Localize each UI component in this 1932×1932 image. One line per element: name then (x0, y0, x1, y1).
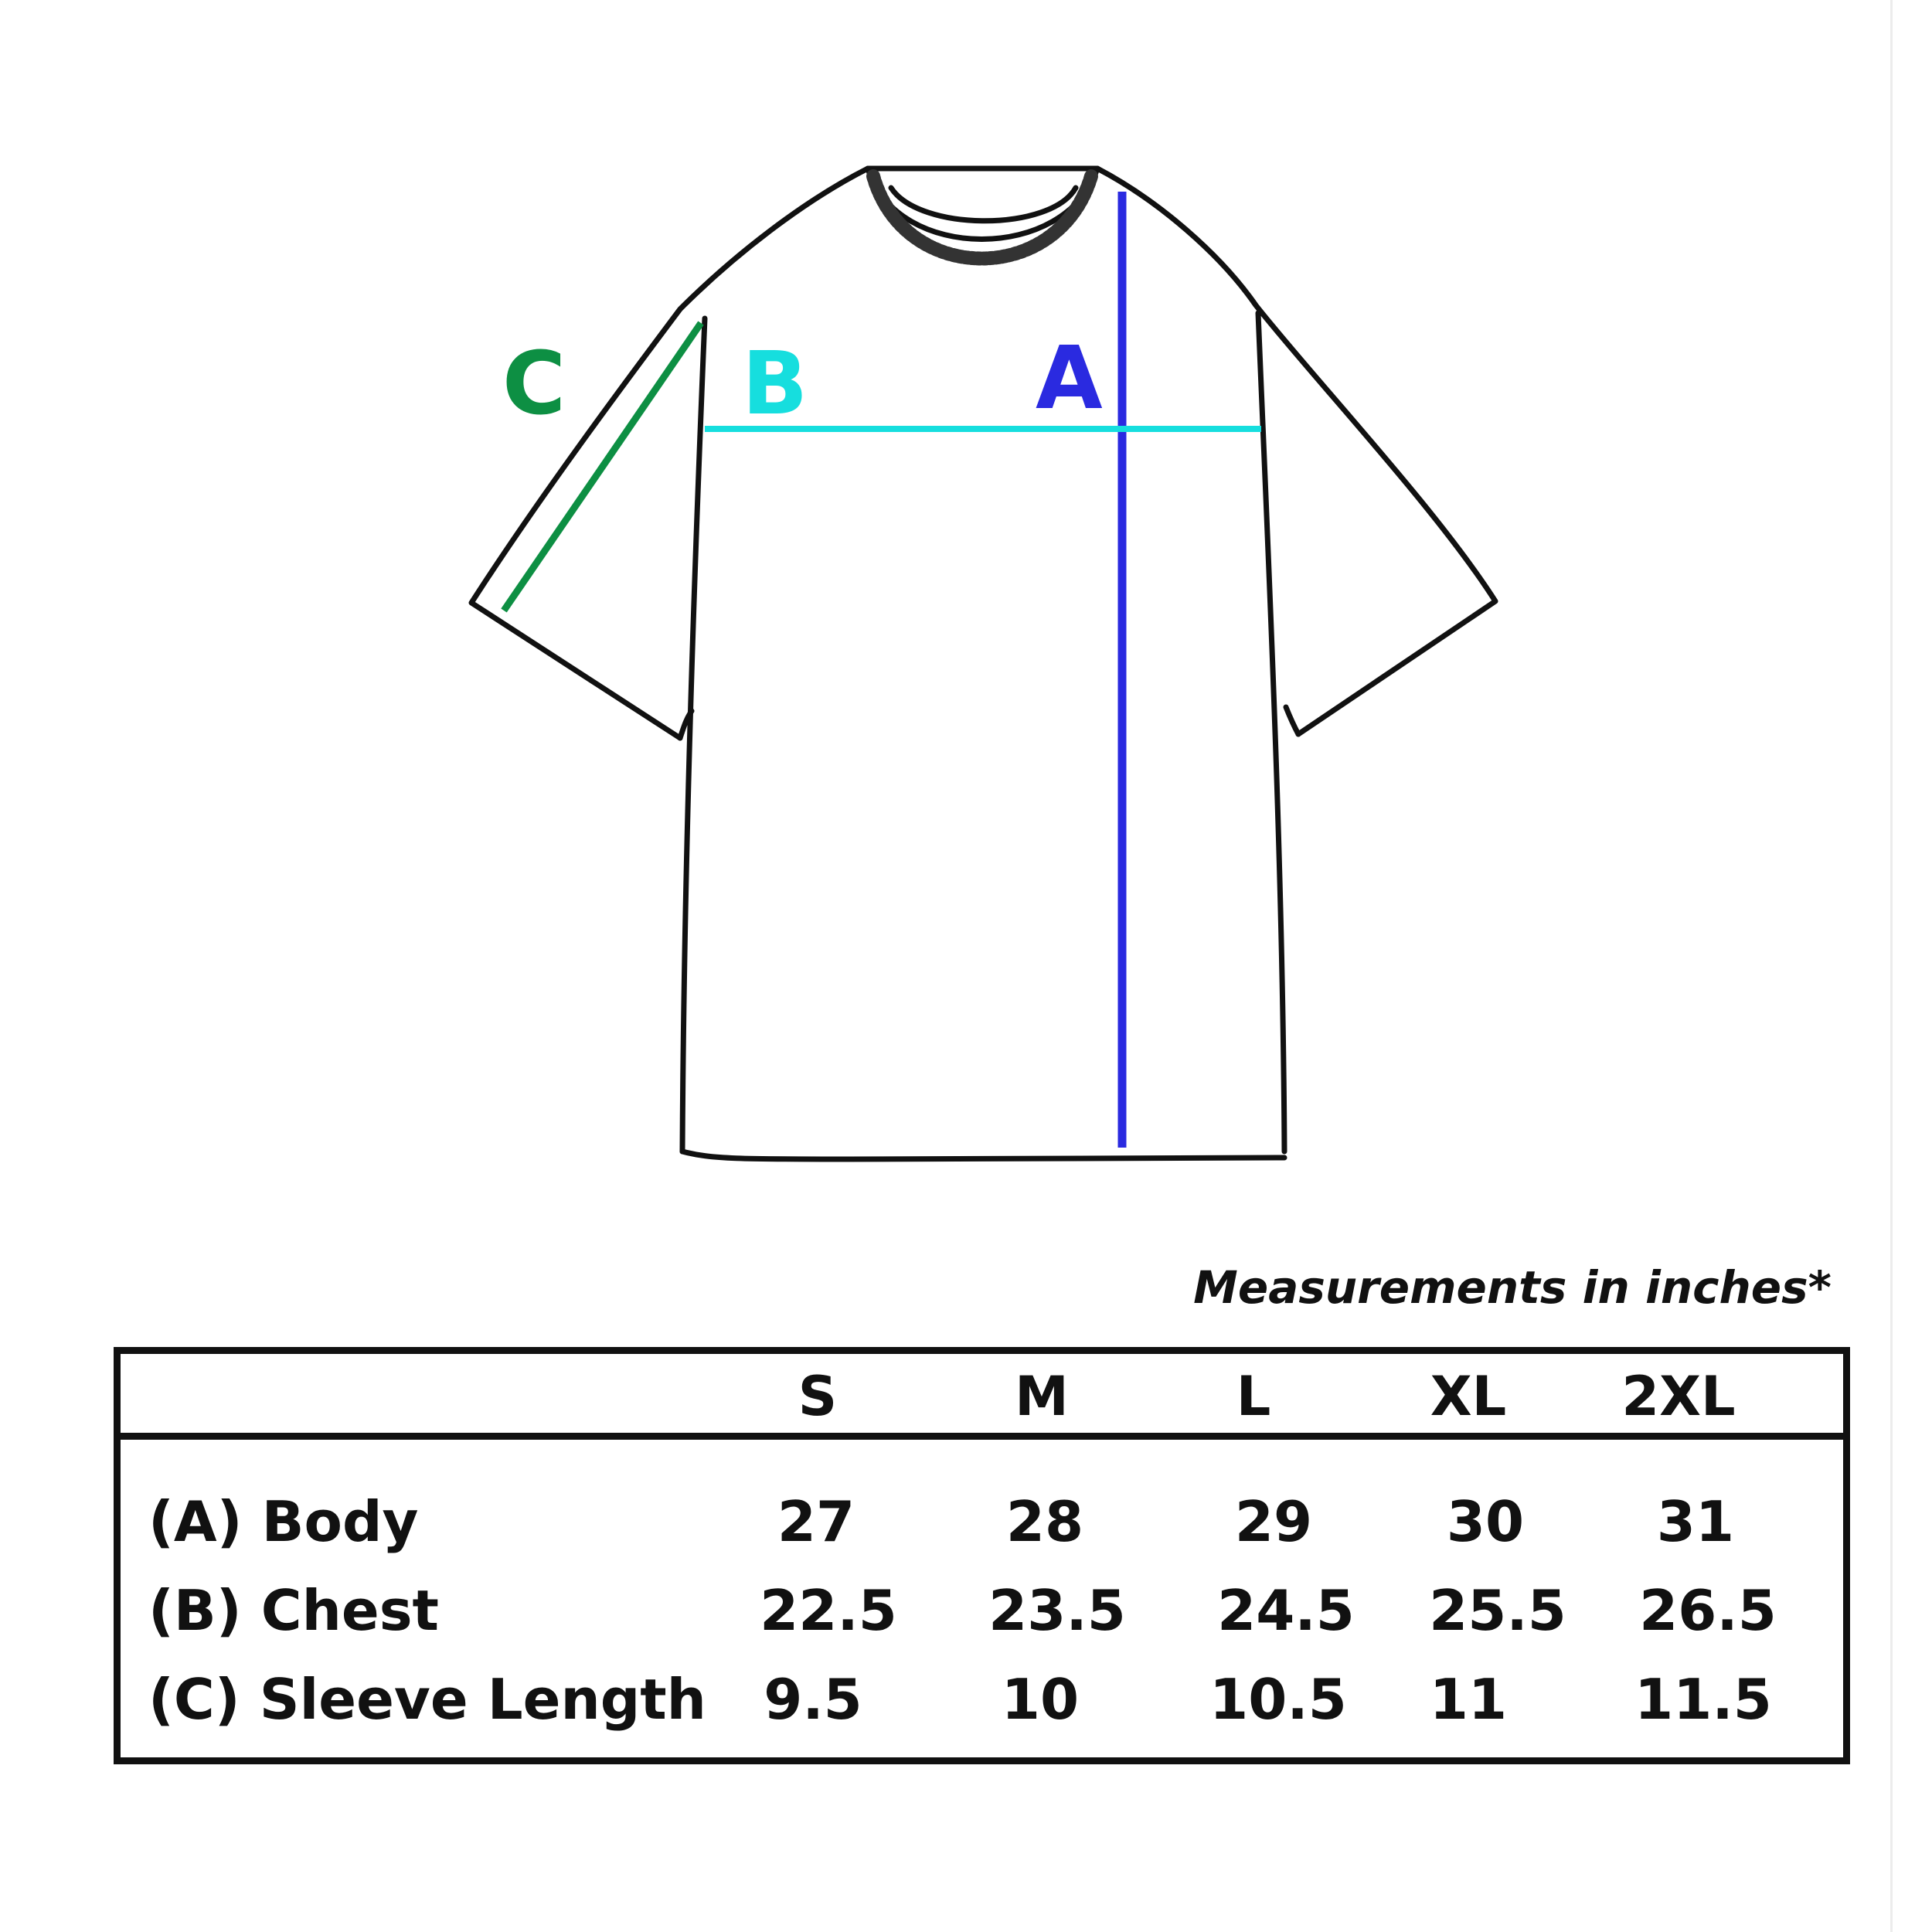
left-body-side (679, 315, 708, 1155)
size-header-xl: XL (1430, 1365, 1507, 1428)
table-cell: 28 (1005, 1489, 1084, 1554)
row-label-chest: (B) Chest (148, 1578, 439, 1643)
table-cell: 11 (1429, 1667, 1508, 1732)
size-header-row: S M L XL 2XL (121, 1354, 1843, 1440)
table-cell: 27 (777, 1489, 855, 1554)
left-armhole (677, 708, 695, 741)
table-cell: 23.5 (988, 1578, 1126, 1643)
table-cell: 10 (1001, 1667, 1080, 1732)
row-label-body: (A) Body (148, 1489, 419, 1554)
measurement-units-note: Measurements in inches* (1193, 1261, 1832, 1314)
label-b: B (742, 334, 808, 434)
hem-line (679, 1148, 1287, 1162)
t-shirt-outline-icon (468, 165, 1498, 1162)
t-shirt-diagram: A B C (468, 165, 1498, 1162)
collar-inner (888, 185, 1079, 224)
size-header-2xl: 2XL (1621, 1365, 1736, 1428)
size-chart-table: S M L XL 2XL (A) Body 27 28 29 30 31 (B)… (114, 1347, 1850, 1764)
size-header-m: M (1015, 1365, 1069, 1428)
label-c: C (502, 334, 566, 434)
table-cell: 11.5 (1634, 1667, 1772, 1732)
right-shoulder-line (1094, 165, 1498, 737)
table-cell: 10.5 (1209, 1667, 1347, 1732)
right-armhole (1283, 704, 1301, 737)
size-header-l: L (1236, 1365, 1271, 1428)
table-cell: 9.5 (764, 1667, 862, 1732)
left-shoulder-line (468, 165, 871, 741)
label-a: A (1036, 328, 1103, 429)
table-cell: 29 (1234, 1489, 1313, 1554)
sleeve-length-line-c (501, 321, 704, 613)
table-cell: 30 (1446, 1489, 1525, 1554)
table-cell: 22.5 (760, 1578, 897, 1643)
row-label-sleeve-length: (C) Sleeve Length (148, 1667, 706, 1732)
table-cell: 31 (1656, 1489, 1735, 1554)
table-cell: 25.5 (1429, 1578, 1566, 1643)
right-body-side (1255, 310, 1287, 1155)
page-edge-divider (1890, 0, 1893, 1932)
size-header-s: S (798, 1365, 838, 1428)
collar-band (866, 169, 1098, 266)
table-cell: 26.5 (1639, 1578, 1777, 1643)
table-cell: 24.5 (1217, 1578, 1355, 1643)
